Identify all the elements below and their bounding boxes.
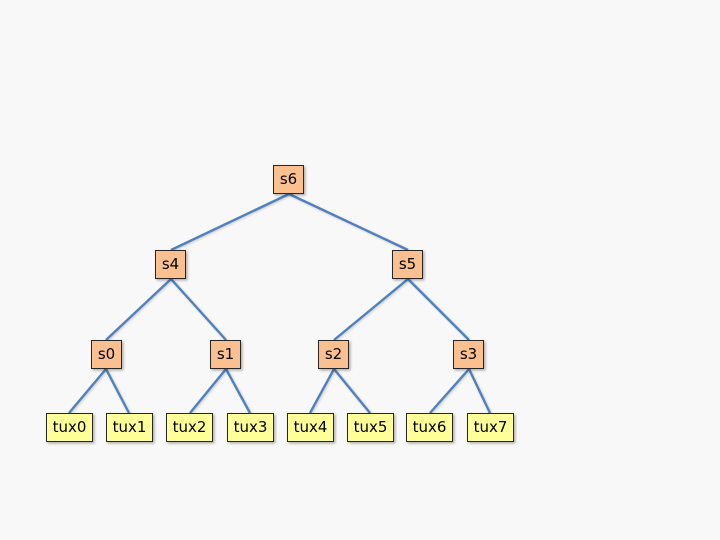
tree-node-tux3[interactable]: tux3 (227, 413, 274, 442)
tree-node-tux4[interactable]: tux4 (287, 413, 334, 442)
tree-node-s2[interactable]: s2 (318, 340, 349, 369)
tree-node-tux6[interactable]: tux6 (406, 413, 453, 442)
edge-s0-tux0 (68, 368, 107, 414)
tree-node-s1[interactable]: s1 (210, 340, 241, 369)
tree-node-s0[interactable]: s0 (91, 340, 122, 369)
edge-s2-tux4 (308, 368, 336, 414)
tree-node-tux0[interactable]: tux0 (46, 413, 93, 442)
edge-s6-s5 (288, 192, 409, 252)
edge-s4-s1 (170, 278, 227, 341)
edge-s0-tux1 (104, 368, 131, 414)
edge-s6-s4 (170, 192, 290, 252)
tree-node-tux5[interactable]: tux5 (347, 413, 394, 442)
edge-s3-tux6 (429, 368, 470, 414)
tree-node-tux1[interactable]: tux1 (106, 413, 153, 442)
edge-s2-tux5 (333, 368, 371, 414)
tree-node-s6[interactable]: s6 (273, 165, 304, 194)
edge-s5-s2 (333, 278, 409, 341)
tree-node-s5[interactable]: s5 (392, 250, 423, 279)
edge-s1-tux3 (224, 368, 252, 414)
tree-node-s3[interactable]: s3 (453, 340, 484, 369)
tree-node-tux7[interactable]: tux7 (467, 413, 514, 442)
edge-s3-tux7 (467, 368, 492, 414)
tree-node-s4[interactable]: s4 (155, 250, 186, 279)
edge-s4-s0 (105, 278, 172, 341)
edge-s5-s3 (407, 278, 470, 341)
tree-node-tux2[interactable]: tux2 (166, 413, 213, 442)
edge-s1-tux2 (189, 368, 227, 414)
